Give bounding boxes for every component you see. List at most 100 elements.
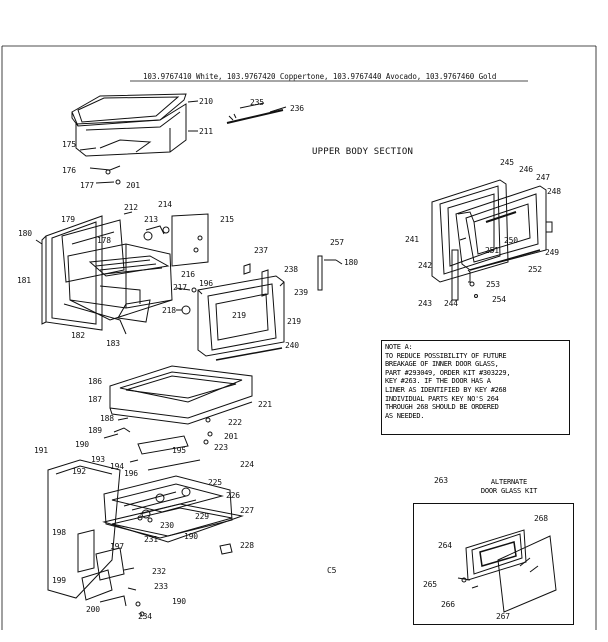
callout-251: 251 <box>485 246 499 255</box>
part-245-door-assembly <box>431 179 509 283</box>
callout-219-right: 219 <box>287 317 301 326</box>
callout-189: 189 <box>88 426 102 435</box>
callout-245: 245 <box>500 158 514 167</box>
callout-243: 243 <box>418 299 432 308</box>
note-line: AS NEEDED. <box>385 411 425 420</box>
callout-187: 187 <box>88 395 102 404</box>
callout-239: 239 <box>294 288 308 297</box>
callout-237: 237 <box>254 246 268 255</box>
note-line: LINER AS IDENTIFIED BY KEY #268 <box>385 385 507 394</box>
callout-216: 216 <box>181 270 195 279</box>
callout-194: 194 <box>110 462 124 471</box>
callout-250: 250 <box>504 236 518 245</box>
part-179-side-panel <box>41 215 103 331</box>
section-title: UPPER BODY SECTION <box>312 147 414 157</box>
part-267-door-glass <box>497 535 557 613</box>
note-line: KEY #263. IF THE DOOR HAS A <box>385 377 491 386</box>
callout-218: 218 <box>162 306 176 315</box>
callout-224: 224 <box>240 460 254 469</box>
callout-196: 196 <box>199 279 213 288</box>
callout-195: 195 <box>172 446 186 455</box>
callout-227: 227 <box>240 506 254 515</box>
callout-201-lower: 201 <box>224 432 238 441</box>
part-239-door-frame <box>197 275 285 357</box>
callout-190-bottom: 190 <box>172 597 186 606</box>
note-line: NOTE A: <box>385 343 413 351</box>
callout-248: 248 <box>547 187 561 196</box>
note-line: TO REDUCE POSSIBILITY OF FUTURE <box>385 351 507 360</box>
callout-219: 219 <box>232 311 246 320</box>
part-264-glass-liner <box>465 529 527 581</box>
callout-241: 241 <box>405 235 419 244</box>
callout-212: 212 <box>124 203 138 212</box>
page-code: C5 <box>327 566 337 575</box>
callout-191: 191 <box>34 446 48 455</box>
callout-215: 215 <box>220 215 234 224</box>
callout-266: 266 <box>441 600 455 609</box>
callout-181: 181 <box>17 276 31 285</box>
callout-210: 210 <box>199 97 213 106</box>
callout-254: 254 <box>492 295 506 304</box>
callout-180: 180 <box>18 229 32 238</box>
part-216-oven-liner <box>67 243 173 321</box>
callout-252: 252 <box>528 265 542 274</box>
callout-214: 214 <box>158 200 172 209</box>
callout-257: 257 <box>330 238 344 247</box>
kit-title-line2: DOOR GLASS KIT <box>480 487 538 495</box>
callout-200: 200 <box>86 605 100 614</box>
callout-225: 225 <box>208 478 222 487</box>
callout-190-mid: 190 <box>184 532 198 541</box>
callout-231: 231 <box>144 535 158 544</box>
callout-240: 240 <box>285 341 299 350</box>
callout-193: 193 <box>91 455 105 464</box>
callout-183: 183 <box>106 339 120 348</box>
callout-197: 197 <box>110 542 124 551</box>
callout-221: 221 <box>258 400 272 409</box>
part-210-tray <box>71 93 187 127</box>
callout-267: 267 <box>496 612 510 621</box>
part-186-cooktop-panel <box>109 365 253 425</box>
callout-236: 236 <box>290 104 304 113</box>
callout-226: 226 <box>226 491 240 500</box>
callout-265: 265 <box>423 580 437 589</box>
part-227-drip-tray <box>102 503 244 543</box>
callout-264: 264 <box>438 541 452 550</box>
callout-179: 179 <box>61 215 75 224</box>
callout-177: 177 <box>80 181 94 190</box>
callout-247: 247 <box>536 173 550 182</box>
note-line: THROUGH 268 SHOULD BE ORDERED <box>385 403 499 412</box>
callout-253: 253 <box>486 280 500 289</box>
callout-188: 188 <box>100 414 114 423</box>
callout-232: 232 <box>152 567 166 576</box>
callout-211: 211 <box>199 127 213 136</box>
callout-242: 242 <box>418 261 432 270</box>
note-a-box: NOTE A: TO REDUCE POSSIBILITY OF FUTURE … <box>381 340 570 435</box>
callout-229: 229 <box>195 512 209 521</box>
model-list-header: 103.9767410 White, 103.9767420 Copperton… <box>143 72 497 81</box>
callout-192: 192 <box>72 467 86 476</box>
kit-title-line1: ALTERNATE <box>490 478 528 486</box>
note-line: PART #293049, ORDER KIT #303229, <box>385 368 511 377</box>
part-224-burner-box <box>103 475 233 539</box>
callout-186: 186 <box>88 377 102 386</box>
callout-268: 268 <box>534 514 548 523</box>
part-178-liner <box>61 219 125 283</box>
part-215-side-plate <box>171 213 209 267</box>
callout-235: 235 <box>250 98 264 107</box>
callout-176: 176 <box>62 166 76 175</box>
part-248-door-liner <box>455 185 547 271</box>
callout-233: 233 <box>154 582 168 591</box>
callout-201: 201 <box>126 181 140 190</box>
part-211-upper-frame <box>75 103 187 157</box>
callout-190: 190 <box>75 440 89 449</box>
callout-228: 228 <box>240 541 254 550</box>
callout-238: 238 <box>284 265 298 274</box>
callout-249: 249 <box>545 248 559 257</box>
callout-213: 213 <box>144 215 158 224</box>
callout-175: 175 <box>62 140 76 149</box>
callout-234: 234 <box>138 612 152 621</box>
callout-196-lower: 196 <box>124 469 138 478</box>
callout-228-230: 230 <box>160 521 174 530</box>
